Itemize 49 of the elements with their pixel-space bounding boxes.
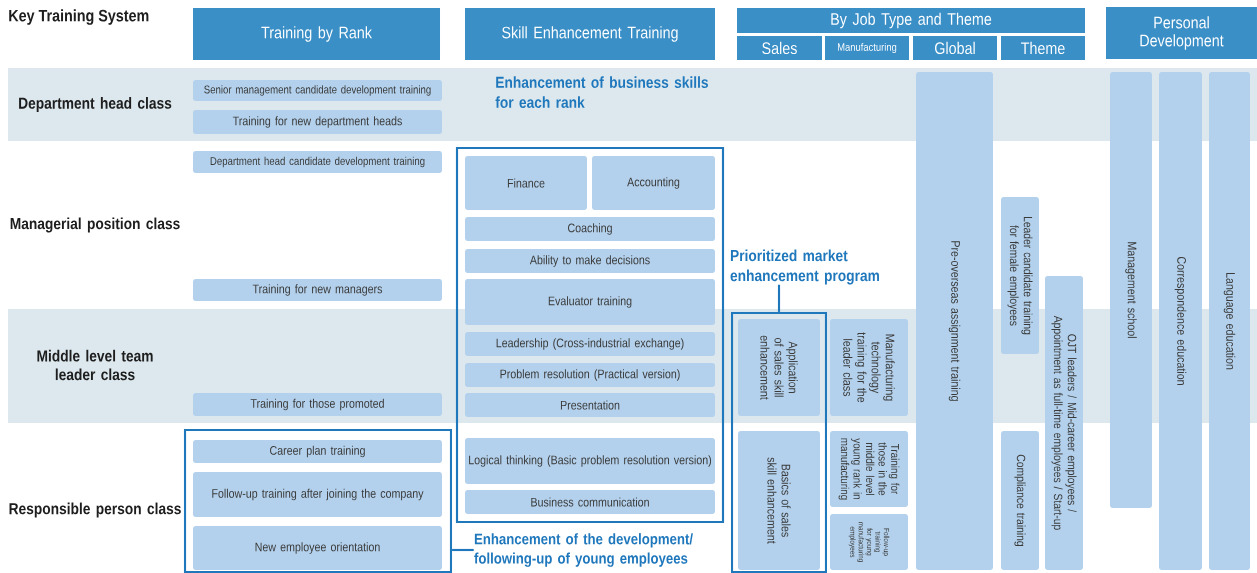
course-box: Presentation <box>465 393 715 417</box>
group-frame <box>183 428 453 573</box>
course-box: Training for those in the middle level young rank in manufacturing <box>830 431 908 507</box>
course-box: Accounting <box>592 156 715 210</box>
column-header: Personal Development <box>1106 7 1257 59</box>
course-box: Manufacturing technology training for the leader class <box>830 319 908 416</box>
connector-line <box>777 284 781 312</box>
course-box: Finance <box>465 156 587 210</box>
class-label: Managerial position class <box>10 217 180 233</box>
course-box: Career plan training <box>193 440 442 463</box>
column-header: Theme <box>1001 36 1085 60</box>
course-box: Pre-overseas assignment training <box>916 72 993 570</box>
class-label: Department head class <box>19 97 172 112</box>
group-heading: Enhancement of business skills for each rank <box>495 76 708 108</box>
course-box: Management school <box>1110 72 1152 508</box>
group-heading: Prioritized market enhancement program <box>730 249 879 285</box>
column-header: Skill Enhancement Training <box>465 8 715 60</box>
course-box: Follow-up training after joining the company <box>193 472 442 517</box>
course-box: Ability to make decisions <box>465 249 715 273</box>
course-box: Department head candidate development training <box>193 151 442 173</box>
course-box: Compliance training <box>1001 431 1039 570</box>
class-label: Responsible person class <box>9 502 181 518</box>
course-box: Leader candidate training for female employees <box>1001 197 1039 354</box>
column-header: Manufacturing <box>825 36 909 60</box>
group-heading: Enhancement of the development/ following-up of young employees <box>474 533 693 567</box>
course-box: Training for new managers <box>193 279 442 301</box>
column-header: Global <box>913 36 997 60</box>
group-frame <box>730 311 828 573</box>
course-box: Correspondence education <box>1159 72 1202 570</box>
course-box: OJT leaders / Mid-career employees / Appointment as full-time employees / Start-up <box>1045 276 1083 570</box>
course-box: New employee orientation <box>193 526 442 570</box>
column-header: By Job Type and Theme <box>737 8 1085 33</box>
course-box: Logical thinking (Basic problem resolution version) <box>465 438 715 484</box>
course-box: Evaluator training <box>465 279 715 325</box>
course-box: Leadership (Cross-industrial exchange) <box>465 332 715 356</box>
course-box: Business communication <box>465 490 715 514</box>
course-box: Application of sales skill enhancement <box>738 319 820 416</box>
course-box: Senior management candidate development training <box>193 80 442 101</box>
course-box: Training for new department heads <box>193 110 442 134</box>
course-box: Coaching <box>465 217 715 241</box>
column-header: Training by Rank <box>193 8 440 60</box>
course-box: Problem resolution (Practical version) <box>465 363 715 387</box>
course-box: Training for those promoted <box>193 393 442 416</box>
column-header: Sales <box>737 36 822 60</box>
course-box: Basics of sales skill enhancement <box>738 431 820 570</box>
class-label: Middle level team leader class <box>37 349 153 381</box>
course-box: Language education <box>1209 72 1250 570</box>
connector-line <box>452 548 474 552</box>
diagram-title: Key Training System <box>9 9 149 25</box>
